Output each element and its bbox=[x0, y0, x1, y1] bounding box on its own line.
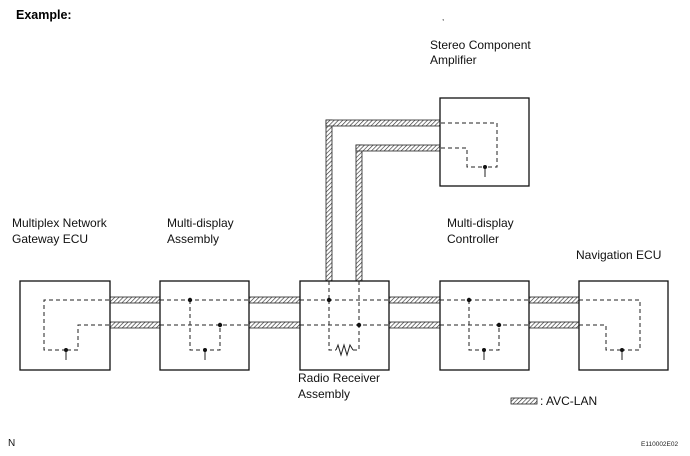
navigation-label: Navigation ECU bbox=[576, 248, 661, 262]
multi-display-assembly-label-line2: Assembly bbox=[167, 232, 219, 246]
multi-display-controller-label-line2: Controller bbox=[447, 232, 499, 246]
navigation-ecu-box bbox=[578, 280, 669, 371]
avc-lan-bus-to-amplifier bbox=[325, 119, 442, 282]
example-heading: Example: bbox=[16, 8, 72, 22]
figure-code: E110002E02 bbox=[641, 441, 678, 448]
radio-label-line1: Radio Receiver bbox=[298, 371, 380, 385]
stereo-amp-label-line2: Amplifier bbox=[430, 53, 477, 67]
multi-display-assembly-box bbox=[159, 280, 250, 371]
avc-lan-swatch bbox=[510, 397, 538, 405]
multi-display-controller-box bbox=[439, 280, 530, 371]
stereo-amp-label-line1: Stereo Component bbox=[430, 38, 531, 52]
multi-display-controller-label-line1: Multi-display bbox=[447, 216, 514, 230]
legend: : AVC-LAN bbox=[510, 394, 597, 408]
legend-label: : AVC-LAN bbox=[540, 394, 597, 408]
stray-mark: , bbox=[442, 13, 444, 22]
gateway-label-line2: Gateway ECU bbox=[12, 232, 88, 246]
radio-receiver-box bbox=[299, 280, 390, 371]
stereo-amplifier-box bbox=[439, 97, 530, 187]
resistor-icon bbox=[335, 343, 354, 357]
gateway-label-line1: Multiplex Network bbox=[12, 216, 108, 230]
corner-mark: N bbox=[8, 438, 15, 449]
radio-label-line2: Assembly bbox=[298, 387, 350, 401]
gateway-ecu-box bbox=[19, 280, 111, 371]
multi-display-assembly-label-line1: Multi-display bbox=[167, 216, 234, 230]
